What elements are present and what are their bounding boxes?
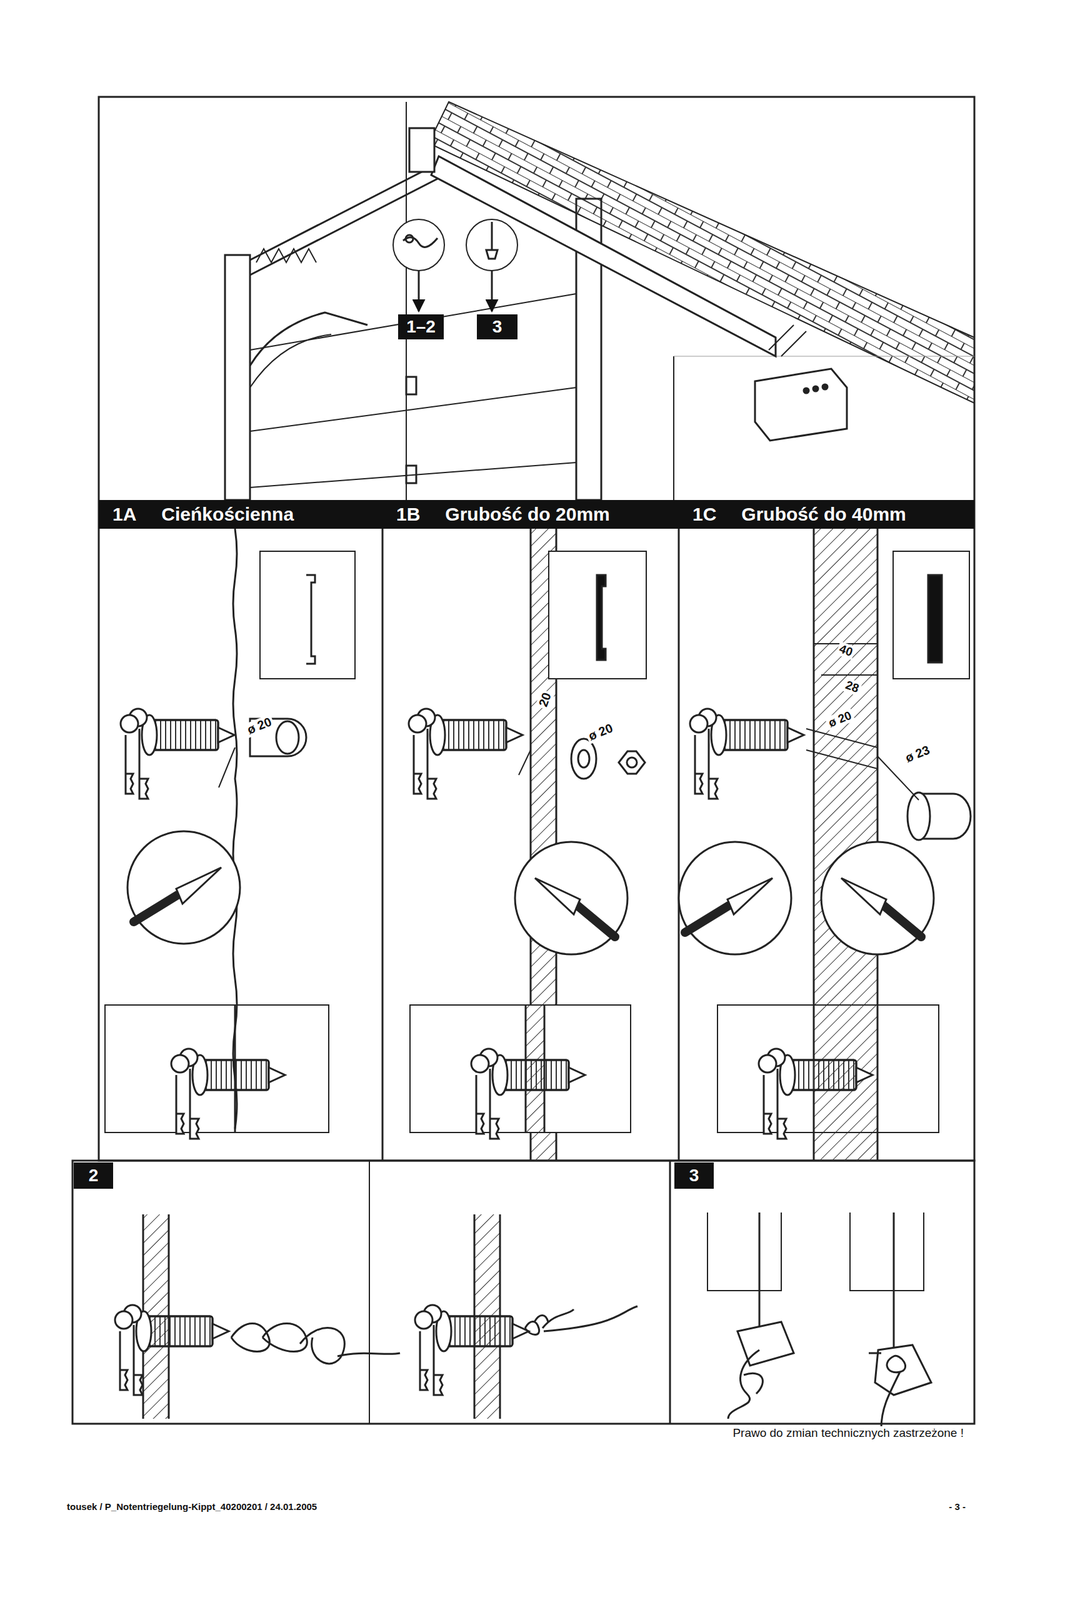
- dimension-label: ø 20: [584, 720, 617, 745]
- section-number: 1B: [396, 503, 420, 525]
- callout-number-box: 3: [674, 1162, 714, 1189]
- section-number: 1C: [692, 503, 717, 525]
- section-header-band: 1C Grubość do 40mm: [678, 500, 975, 529]
- dimension-label: ø 23: [901, 741, 934, 767]
- footer-text: - 3 -: [946, 1501, 968, 1512]
- section-title: Cieńkościenna: [161, 503, 294, 525]
- callout-number-box: 1–2: [398, 314, 444, 340]
- section-number: 3: [689, 1165, 700, 1186]
- section-number: 1A: [112, 503, 137, 525]
- section-number: 2: [88, 1165, 99, 1186]
- section-number: 1–2: [406, 316, 436, 337]
- callout-number-box: 2: [73, 1162, 114, 1189]
- footer-text: tousek / P_Notentriegelung-Kippt_4020020…: [65, 1501, 319, 1512]
- section-header-band: 1A Cieńkościenna: [98, 500, 383, 529]
- section-title: Grubość do 40mm: [741, 503, 906, 525]
- section-header-band: 1B Grubość do 20mm: [382, 500, 679, 529]
- section-title: Grubość do 20mm: [445, 503, 610, 525]
- callout-number-box: 3: [476, 314, 518, 340]
- note-text: Prawo do zmian technicznych zastrzeżone …: [730, 1426, 966, 1440]
- section-number: 3: [492, 316, 503, 337]
